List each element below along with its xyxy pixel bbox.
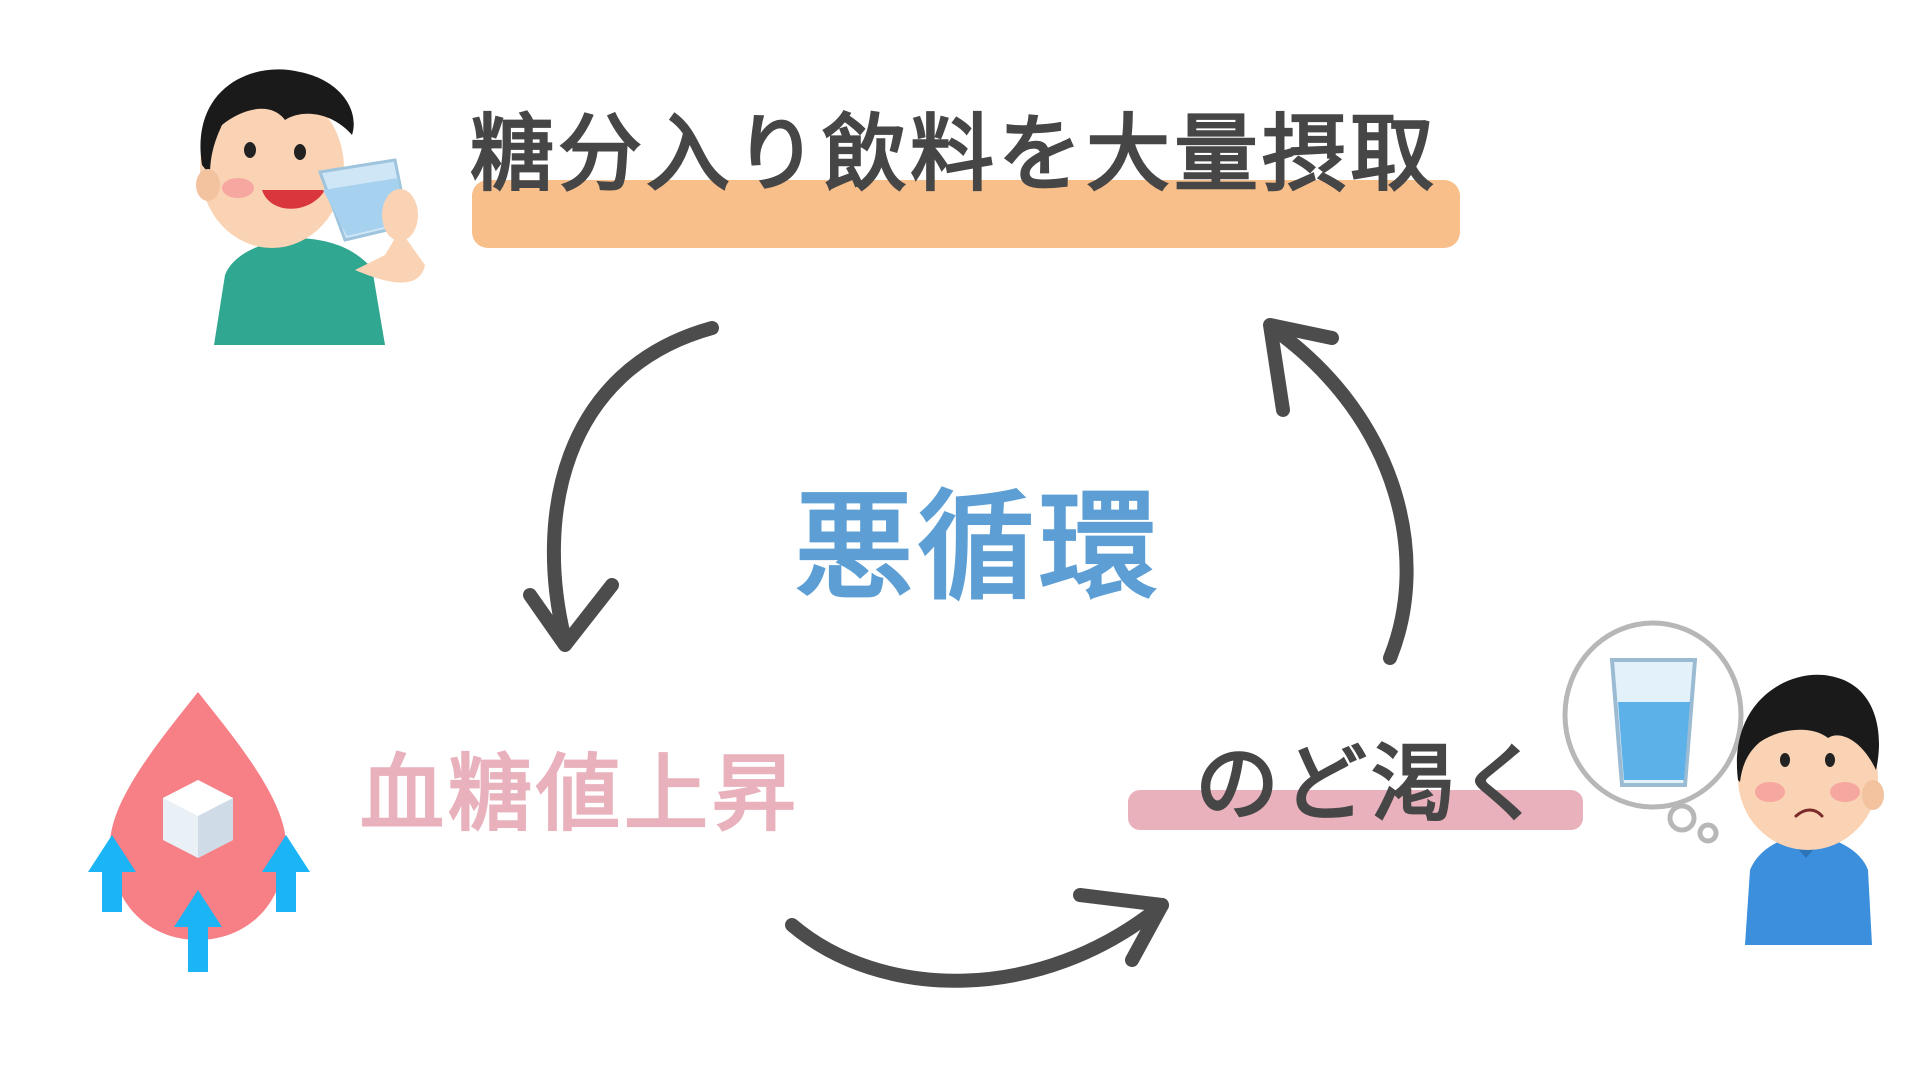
right-label-highlight bbox=[1128, 790, 1583, 830]
arrow-bottom bbox=[785, 898, 1169, 988]
step-label-blood-sugar-rise: 血糖値上昇 bbox=[360, 745, 801, 843]
up-arrow-icons bbox=[88, 835, 310, 972]
step-label-drink-sugar: 糖分入り飲料を大量摂取 bbox=[470, 105, 1439, 203]
arrow-bottom-head bbox=[1073, 888, 1169, 967]
top-label-highlight bbox=[472, 180, 1460, 248]
arrow-down-left-head bbox=[523, 578, 619, 652]
center-label: 悪循環 bbox=[795, 478, 1162, 616]
arrow-up-right bbox=[1268, 323, 1414, 665]
arrow-up-right-head bbox=[1263, 318, 1339, 417]
step-label-thirst: のど渇く bbox=[1195, 735, 1548, 833]
arrow-down-left bbox=[546, 321, 719, 647]
